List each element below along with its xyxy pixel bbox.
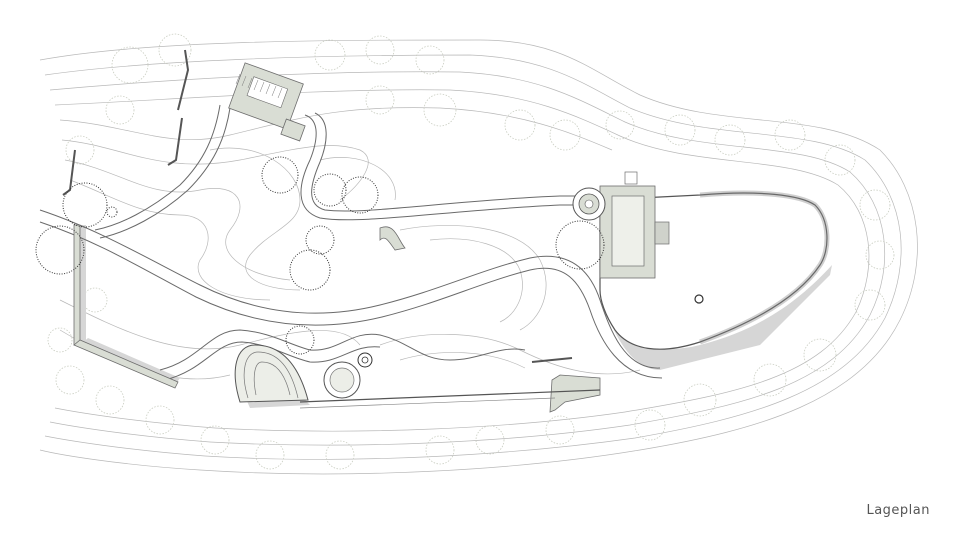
plan-caption: Lageplan [866, 503, 930, 518]
light-trees [47, 33, 895, 470]
west-walls [62, 49, 190, 389]
dark-trees [35, 156, 605, 355]
upper-path [94, 104, 600, 239]
east-terrace [531, 171, 830, 413]
north-pavilion [228, 62, 306, 142]
main-walkway [39, 209, 663, 379]
amphitheatre [234, 226, 601, 409]
